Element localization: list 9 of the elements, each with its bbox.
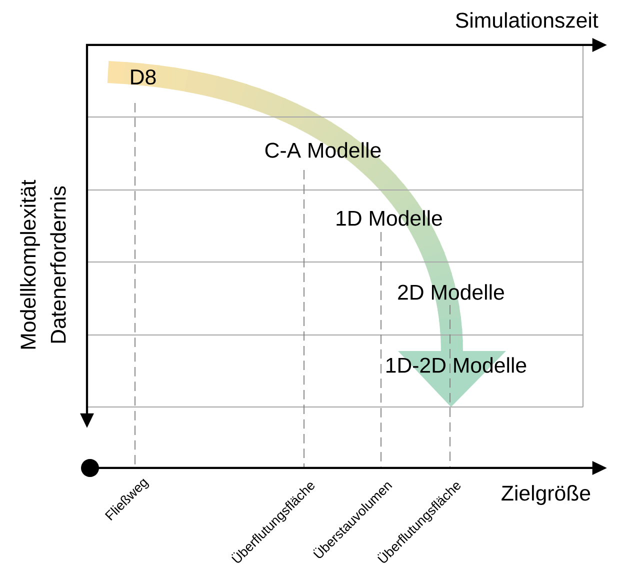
- model-label: C-A Modelle: [265, 142, 381, 158]
- model-label: 1D Modelle: [336, 210, 442, 226]
- axis-label: Zielgröße: [502, 485, 590, 505]
- model-label: 1D-2D Modelle: [386, 357, 526, 373]
- axis-label: Modellkomplexität: [20, 180, 40, 349]
- axis-label: Simulationszeit: [456, 12, 598, 28]
- model-label: D8: [131, 69, 156, 85]
- model-label: 2D Modelle: [398, 284, 504, 300]
- axis-label: Datenerfordernis: [50, 186, 66, 343]
